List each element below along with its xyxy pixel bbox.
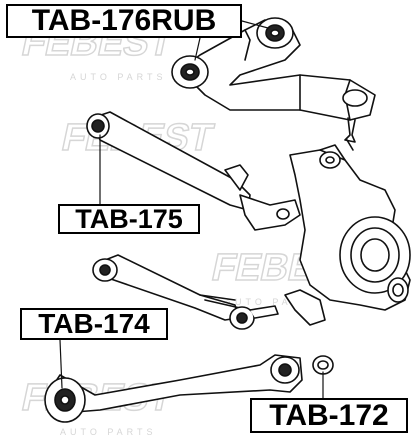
watermark-tagline: AUTO PARTS — [70, 72, 167, 82]
part-label-tab-176rub: TAB-176RUB — [6, 4, 242, 38]
watermark-tagline: AUTO PARTS — [60, 427, 157, 437]
part-label-tab-175: TAB-175 — [58, 204, 200, 234]
upper-control-arm-icon — [171, 17, 376, 151]
bushing-icon — [256, 17, 294, 49]
leader-lines — [59, 20, 324, 399]
part-label-tab-172: TAB-172 — [250, 398, 408, 433]
trailing-arm-icon — [44, 354, 303, 423]
bushing-icon — [171, 55, 209, 89]
lower-arm-icon — [86, 111, 301, 231]
watermark-tagline: AUTO PARTS — [225, 297, 322, 307]
part-label-tab-174: TAB-174 — [20, 308, 168, 340]
toe-link-icon — [92, 254, 279, 330]
knuckle-hub-icon — [284, 144, 411, 375]
